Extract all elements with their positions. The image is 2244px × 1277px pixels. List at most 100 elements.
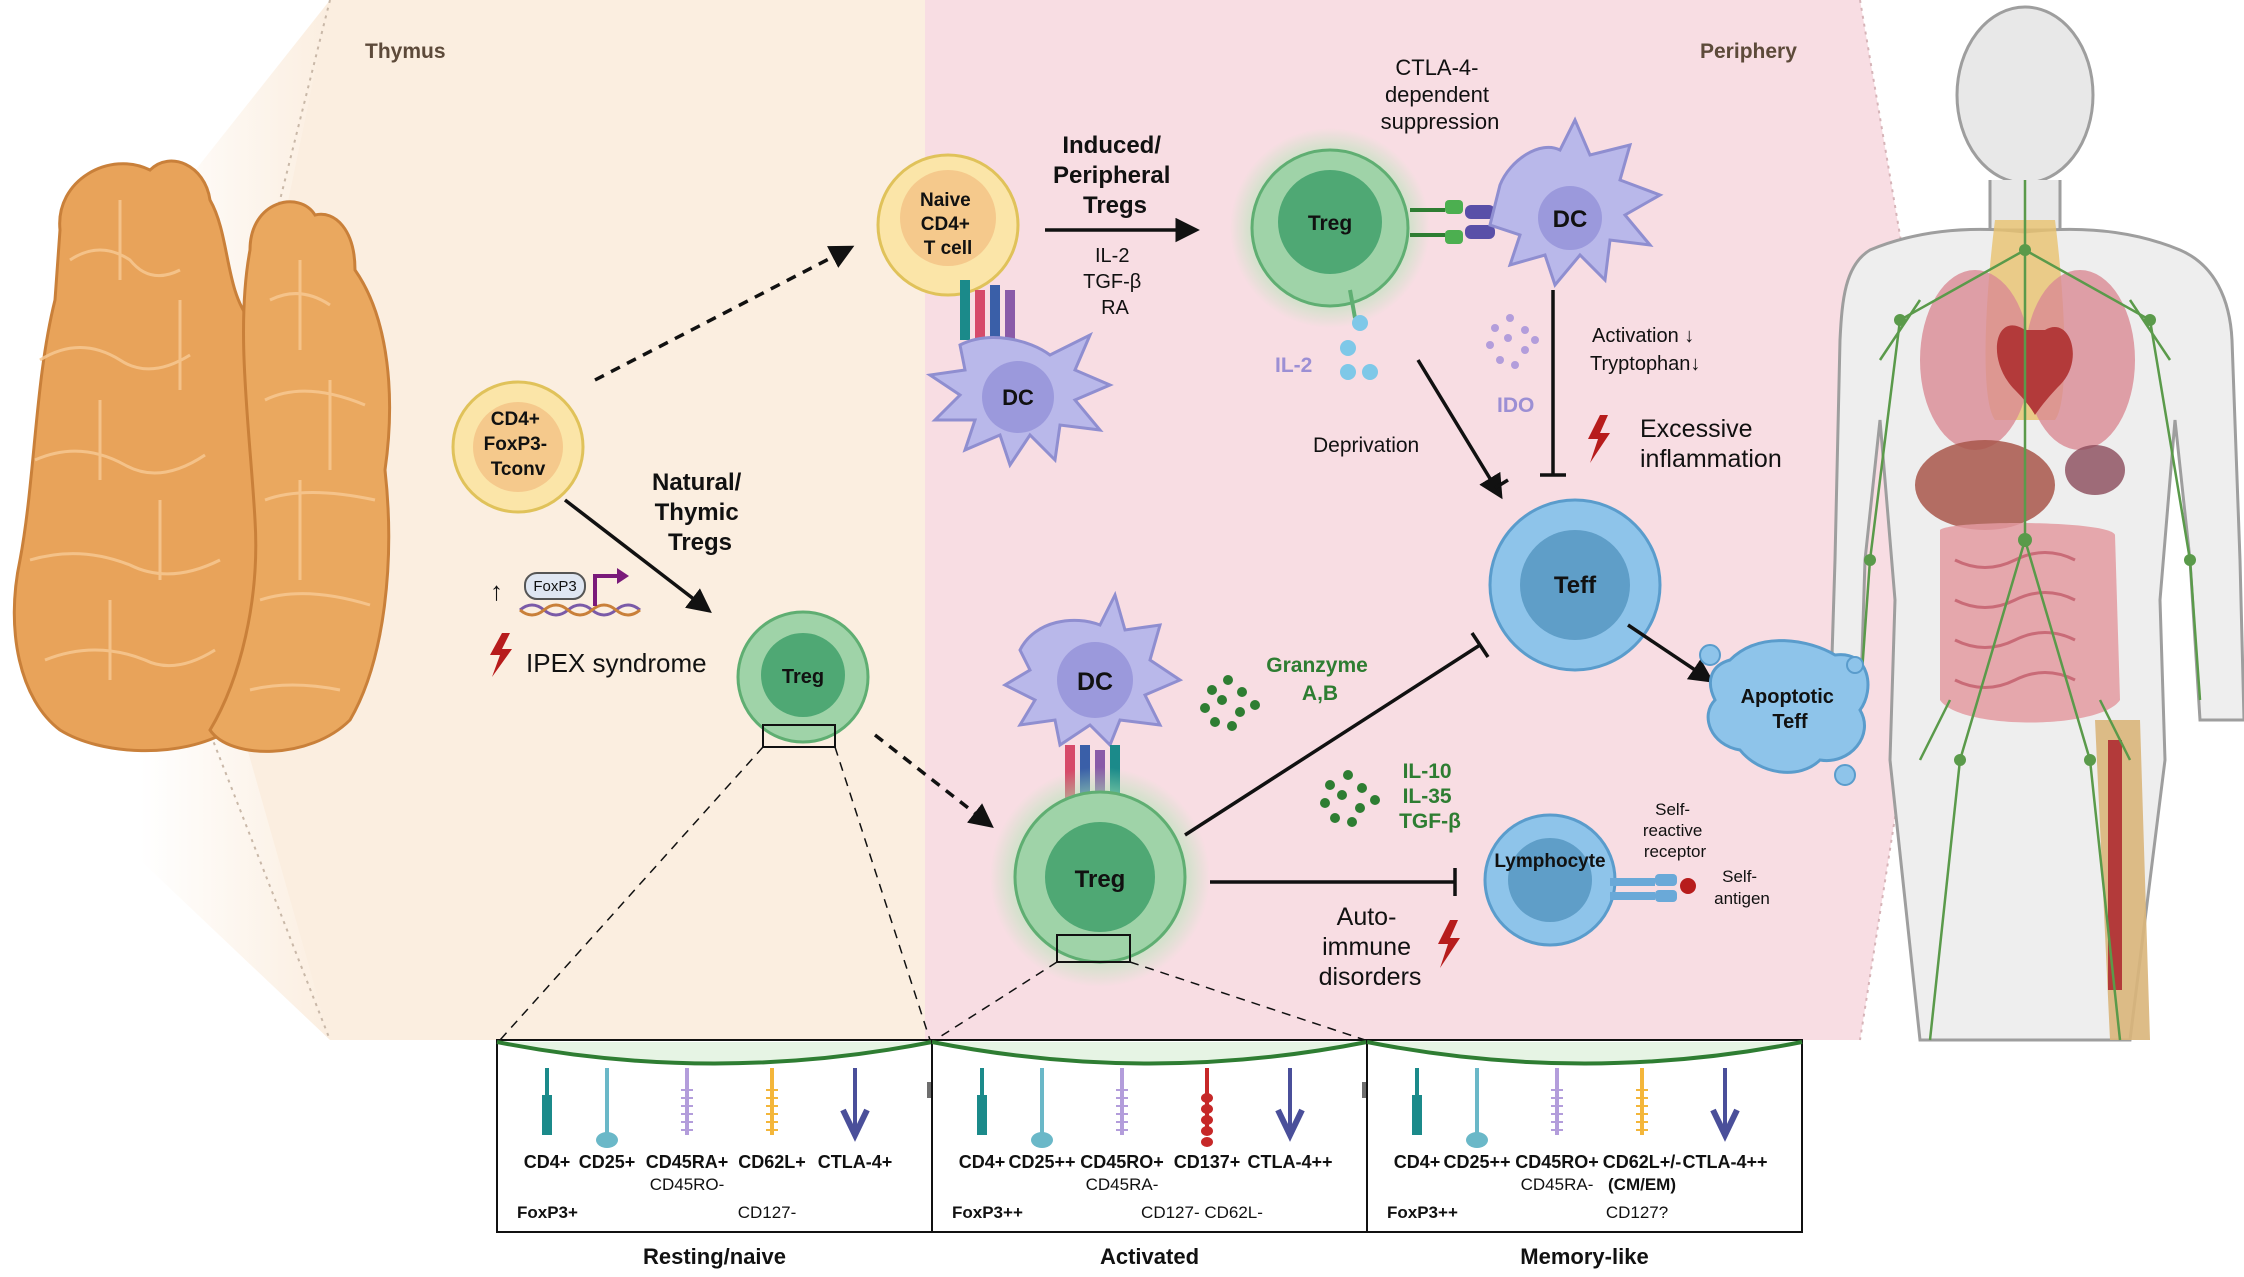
self-reactive-receptor: [1610, 874, 1696, 902]
arrow-teff-to-il2: [1416, 359, 1503, 500]
cd127-label: CD127- CD62L-: [1141, 1203, 1263, 1222]
marker-label: CD137+: [1174, 1152, 1241, 1172]
ipex-label: IPEX syndrome: [526, 648, 707, 678]
ctla4-b7-complex: [1410, 200, 1495, 244]
dc-mid-label: DC: [1077, 668, 1113, 696]
lymphocyte-label: Lymphocyte: [1494, 851, 1605, 872]
panel-title: Resting/naive: [643, 1244, 786, 1269]
teff-cell: Teff: [1488, 498, 1662, 672]
ctla4-suppression-label: CTLA-4- dependent suppression: [1381, 55, 1500, 134]
cytokines-label: IL-10 IL-35 TGF-β: [1399, 760, 1461, 833]
activated-treg-label: Treg: [1075, 866, 1126, 893]
foxp3-label: FoxP3++: [1387, 1203, 1458, 1222]
thymus-title: Thymus: [365, 40, 446, 63]
marker-label: CTLA-4++: [1682, 1152, 1767, 1172]
marker-head: [977, 1095, 987, 1135]
marker-head: [542, 1095, 552, 1135]
marker-label: CD25++: [1443, 1152, 1510, 1172]
ido-molecules: [1486, 314, 1539, 369]
induced-treg-cell: Treg: [1250, 148, 1410, 308]
marker-sublabel: (CM/EM): [1608, 1175, 1676, 1194]
marker-bead: [1201, 1137, 1213, 1147]
panel-title: Activated: [1100, 1244, 1199, 1269]
tconv-cell: CD4+ FoxP3- Tconv: [451, 380, 585, 514]
zoom-line: [499, 746, 764, 1041]
marker-bead: [1201, 1126, 1213, 1136]
inhibit-treg-to-teff: [1184, 643, 1481, 837]
receptor-pair: [960, 280, 1015, 340]
activation-label: Activation ↓ Tryptophan↓: [1590, 325, 1700, 375]
naive-cd4-cell: Naive CD4+ T cell: [876, 153, 1020, 297]
arrow-tconv-to-treg: [563, 498, 712, 613]
tconv-label: CD4+ FoxP3- Tconv: [484, 409, 553, 480]
marker-sublabel: CD45RA-: [1521, 1175, 1594, 1194]
granzyme-label: Granzyme A,B: [1266, 654, 1373, 705]
upregulation-arrow: ↑: [490, 576, 503, 606]
ido-label: IDO: [1497, 394, 1534, 417]
marker-label: CD62L+: [738, 1152, 806, 1172]
marker-head: [840, 1108, 870, 1142]
lightning-bolt-icon: [1438, 920, 1460, 968]
natural-tregs-label: Natural/ Thymic Tregs: [652, 469, 748, 556]
autoimmune-label: Auto- immune disorders: [1319, 903, 1422, 991]
thymic-treg-label: Treg: [782, 666, 824, 688]
dc-naive-label: DC: [1002, 385, 1034, 410]
lightning-bolt-icon: [1588, 415, 1610, 463]
marker-bead: [1201, 1093, 1213, 1103]
arrow-tconv-to-naive: [594, 245, 855, 382]
marker-label: CD45RO+: [1080, 1152, 1164, 1172]
thymus-border: [204, 719, 331, 1041]
zoom-box: [1056, 934, 1131, 963]
induced-treg-label: Treg: [1308, 212, 1352, 235]
self-receptor-label: Self- reactive receptor: [1643, 800, 1707, 861]
dc-top-label: DC: [1553, 206, 1588, 233]
il2-receptor: [1348, 289, 1357, 319]
marker-head: [1466, 1132, 1488, 1148]
foxp3-label: FoxP3+: [517, 1203, 578, 1222]
marker-head: [596, 1132, 618, 1148]
arrow-treg-to-active: [873, 733, 994, 829]
marker-label: CD45RO+: [1515, 1152, 1599, 1172]
phenotype-panels: CD4+CD25+CD45RA+CD62L+CTLA-4+CD45RO-FoxP…: [496, 1039, 1803, 1269]
naive-cell-label: Naive CD4+ T cell: [920, 190, 976, 259]
thymus-organ: [12, 159, 392, 753]
cell-membrane: [1366, 1040, 1803, 1066]
granzyme-molecules: [1200, 675, 1260, 731]
lymphocyte-cell: Lymphocyte: [1483, 813, 1617, 947]
zoom-line: [934, 961, 1058, 1041]
dendritic-cell-naive: DC: [925, 331, 1114, 469]
self-antigen-label: Self- antigen: [1714, 867, 1770, 908]
thymus-region: [205, 0, 925, 1040]
marker-head: [1710, 1108, 1740, 1142]
arrow-teff-to-apoptotic: [1627, 623, 1715, 683]
foxp3-gene-label: FoxP3: [533, 578, 576, 595]
human-body-icon: [1828, 5, 2244, 1042]
phenotype-panel: [1366, 1039, 1803, 1233]
cell-membrane: [931, 1040, 1368, 1066]
marker-head: [1275, 1108, 1305, 1142]
inhibit-bar: [1470, 632, 1490, 658]
induced-tregs-label: Induced/ Peripheral Tregs: [1053, 132, 1177, 219]
periphery-region: [925, 0, 1945, 1040]
marker-head: [1412, 1095, 1422, 1135]
thymic-treg-cell: Treg: [736, 610, 870, 748]
activated-treg-cell: Treg: [1013, 790, 1187, 964]
marker-head: [1031, 1132, 1053, 1148]
dendritic-cell-top: DC: [1488, 116, 1664, 289]
zoom-line: [834, 746, 931, 1041]
cd127-label: CD127?: [1606, 1203, 1668, 1222]
inhibit-teff-il2: [1494, 478, 1509, 490]
phenotype-panel: [496, 1039, 933, 1233]
marker-label: CD62L+/-: [1603, 1152, 1682, 1172]
marker-bead: [1201, 1115, 1213, 1125]
cd127-label: CD127-: [738, 1203, 797, 1222]
teff-label: Teff: [1554, 572, 1597, 599]
periphery-title: Periphery: [1700, 40, 1797, 63]
il2-molecule: [1352, 315, 1368, 331]
il2-molecules: [1340, 340, 1378, 380]
induced-factors: IL-2 TGF-β RA: [1083, 245, 1147, 319]
cytokine-molecules: [1320, 770, 1380, 827]
apoptotic-label: Apoptotic Teff: [1741, 686, 1840, 733]
apoptotic-teff-cell: Apoptotic Teff: [1699, 639, 1870, 786]
